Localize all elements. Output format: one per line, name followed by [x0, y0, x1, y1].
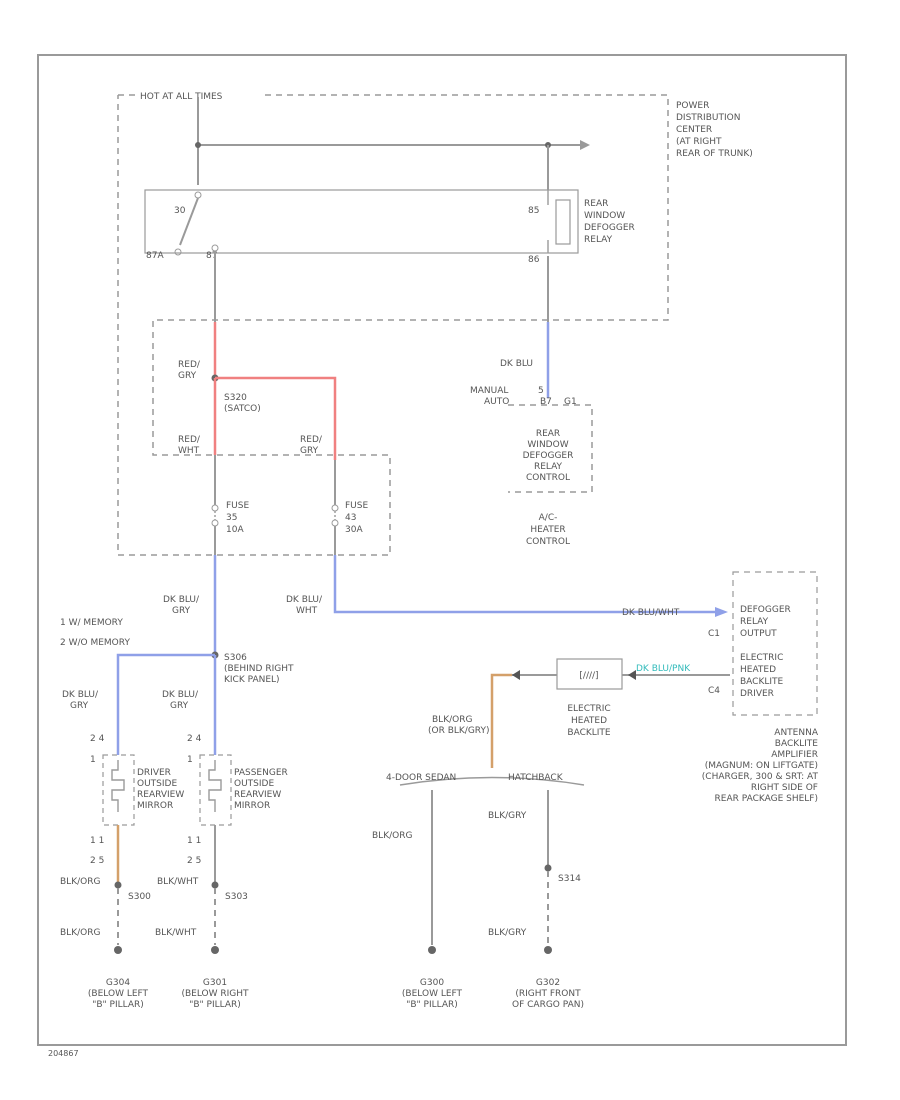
hatchback-label: HATCHBACK — [508, 773, 564, 783]
driver-mirror-feed — [116, 653, 215, 755]
relay-contact-30 — [194, 191, 202, 199]
g301-ground-icon — [211, 946, 219, 954]
wire-blk-org: BLK/ORG(OR BLK/GRY) — [428, 715, 490, 736]
mirror-pins-top-r: 2 4 — [187, 734, 202, 744]
s314-splice-dot — [544, 864, 552, 872]
legend-w-memory: 1 W/ MEMORY — [60, 618, 123, 628]
relay-switch-arm — [179, 197, 199, 246]
body-style-split — [399, 776, 585, 786]
wire-blk-gry-h: BLK/GRY — [488, 811, 527, 821]
g300-ground-icon — [428, 946, 436, 954]
g304-ground-icon — [114, 946, 122, 954]
relay-pin-86: 86 — [528, 255, 540, 265]
hot-at-all-times-label: HOT AT ALL TIMES — [140, 92, 223, 102]
backlite-driver-arrow-icon — [628, 670, 636, 680]
wire-red-gry-1: RED/GRY — [178, 360, 201, 381]
g302-ground-icon — [544, 946, 552, 954]
bus-junction-dot — [195, 142, 201, 148]
wire-blk-wht-l: BLK/WHT — [157, 877, 199, 887]
splice-s303-label: S303 — [225, 892, 248, 902]
relay-control-box — [508, 404, 593, 493]
pin-g1-label: G1 — [564, 397, 577, 407]
wire-blk-wht-g: BLK/WHT — [155, 928, 197, 938]
figure-id: 204867 — [48, 1049, 79, 1058]
fuse-43-bottom — [331, 519, 339, 527]
pin-b7-label: B7 — [540, 397, 552, 407]
defogger-relay-box — [144, 189, 579, 254]
defogger-output-arrow-icon — [715, 607, 728, 617]
g301-label: G301(BELOW RIGHT"B" PILLAR) — [181, 978, 249, 1010]
g300-label: G300(BELOW LEFT"B" PILLAR) — [402, 978, 463, 1010]
pdc-boundary — [117, 94, 669, 556]
wire-dk-blu-relay: DK BLU — [500, 359, 533, 369]
fuse-35-top — [211, 504, 219, 512]
wire-dk-blu-gry-l: DK BLU/GRY — [62, 690, 99, 711]
splice-s320-label: S320(SATCO) — [224, 393, 261, 414]
wire-dk-blu-gry: DK BLU/GRY — [163, 595, 200, 616]
passenger-mirror-box — [199, 754, 232, 826]
wire-blk-org-s: BLK/ORG — [372, 831, 412, 841]
s300-splice-dot — [114, 881, 122, 889]
red-gry-wire-2 — [215, 376, 337, 460]
fuse-43-top — [331, 504, 339, 512]
relay-pin-87a: 87A — [146, 251, 164, 261]
bus-arrow-icon — [580, 140, 590, 150]
mirror-pin-1-l: 1 — [90, 755, 96, 765]
splice-s314-label: S314 — [558, 874, 581, 884]
wire-dk-blu-wht: DK BLU/WHT — [286, 595, 323, 616]
relay-pin-30: 30 — [174, 206, 186, 216]
wire-blk-org-g: BLK/ORG — [60, 928, 100, 938]
wire-dk-blu-gry-r: DK BLU/GRY — [162, 690, 199, 711]
wire-blk-org-l: BLK/ORG — [60, 877, 100, 887]
sedan-label: 4-DOOR SEDAN — [386, 773, 456, 783]
pin-5-label: 5 — [538, 386, 544, 396]
mirror-pin-1-r: 1 — [187, 755, 193, 765]
blk-org-wire — [490, 673, 512, 768]
wire-red-gry-2: RED/GRY — [300, 435, 323, 456]
relay-pin-85: 85 — [528, 206, 539, 216]
diagram-frame — [37, 54, 847, 1046]
passenger-heater-element-icon — [208, 760, 222, 812]
backlite-ground-arrow-icon — [512, 670, 520, 680]
relay-pin-87: 87 — [206, 251, 217, 261]
legend-wo-memory: 2 W/O MEMORY — [60, 638, 130, 648]
relay-coil-icon — [555, 199, 571, 245]
backlite-grid-label: [////] — [579, 671, 598, 681]
s303-splice-dot — [211, 881, 219, 889]
relay-contact-87a — [174, 248, 182, 256]
dk-blu-wht-wire — [333, 555, 715, 614]
wire-dk-blu-wht-2: DK BLU/WHT — [622, 608, 680, 618]
driver-mirror-box — [102, 754, 135, 826]
wire-blk-gry-g: BLK/GRY — [488, 928, 527, 938]
pin-c1-label: C1 — [708, 629, 720, 639]
pin-c4-label: C4 — [708, 686, 720, 696]
backlite-driver-box — [732, 571, 818, 716]
driver-heater-element-icon — [111, 760, 125, 812]
fuse-35-bottom — [211, 519, 219, 527]
g304-label: G304(BELOW LEFT"B" PILLAR) — [88, 978, 149, 1010]
splice-s300-label: S300 — [128, 892, 151, 902]
mirror-pins-top-l: 2 4 — [90, 734, 105, 744]
wire-dk-blu-pnk: DK BLU/PNK — [636, 664, 691, 674]
wire-red-wht: RED/WHT — [178, 435, 201, 456]
